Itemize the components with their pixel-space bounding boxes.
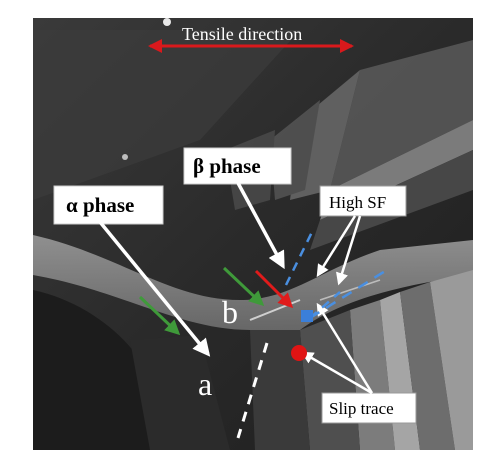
high-sf-label-box bbox=[319, 185, 407, 217]
slip-trace-label-box bbox=[321, 392, 417, 424]
beta-phase-label: β phase bbox=[193, 154, 261, 178]
blue-dashed-line-1 bbox=[284, 231, 314, 286]
slip-trace-label: Slip trace bbox=[329, 399, 394, 418]
alpha-phase-label-box bbox=[53, 185, 164, 225]
slip-trace-annotation: Slip trace bbox=[300, 302, 417, 424]
beta-phase-annotation: β phase bbox=[183, 147, 292, 270]
slip-trace-pointer-arrow-2 bbox=[300, 351, 373, 395]
alpha-phase-label: α phase bbox=[66, 193, 134, 217]
green-arrow-a bbox=[138, 295, 181, 336]
high-sf-annotation: High SF bbox=[316, 185, 407, 286]
marker-b: b bbox=[222, 294, 238, 330]
tensile-direction-annotation: Tensile direction bbox=[148, 24, 354, 53]
slip-trace-pointer-arrow-1 bbox=[316, 302, 374, 394]
high-sf-pointer-arrow-1 bbox=[316, 215, 357, 278]
high-sf-slip-lines bbox=[284, 231, 391, 322]
red-arrow bbox=[254, 269, 294, 309]
blue-dashed-line-3 bbox=[309, 291, 341, 319]
high-sf-label: High SF bbox=[329, 193, 386, 212]
beta-phase-label-box bbox=[183, 147, 292, 185]
marker-a: a bbox=[198, 366, 212, 402]
blue-square-marker bbox=[301, 310, 313, 322]
tensile-direction-label: Tensile direction bbox=[182, 24, 302, 44]
high-sf-pointer-arrow-2 bbox=[336, 215, 362, 286]
beta-phase-pointer-arrow bbox=[236, 182, 285, 270]
blue-dashed-line-2 bbox=[309, 266, 391, 320]
green-arrow-b bbox=[222, 266, 265, 307]
red-dot-marker bbox=[291, 345, 307, 361]
alpha-phase-annotation: α phase bbox=[53, 185, 211, 357]
alpha-phase-pointer-arrow bbox=[98, 220, 211, 357]
